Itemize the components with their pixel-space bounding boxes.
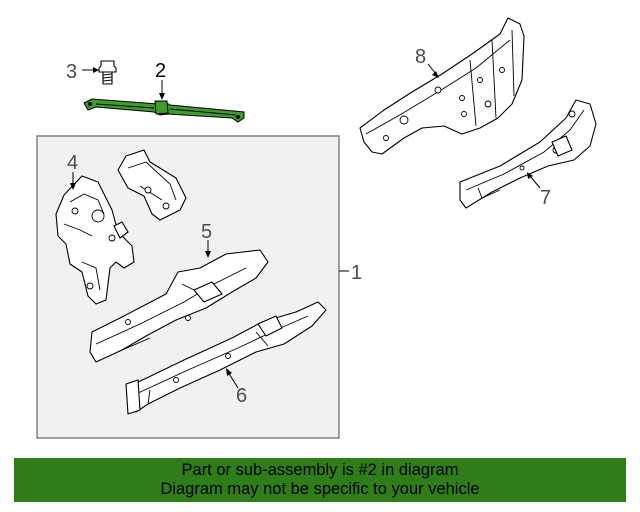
part-8[interactable] xyxy=(359,17,525,155)
callout-2: 2 xyxy=(155,60,166,82)
part-7[interactable] xyxy=(459,99,597,209)
callout-7: 7 xyxy=(540,187,551,209)
leader-7 xyxy=(529,175,541,189)
part-6[interactable] xyxy=(125,301,327,415)
part-2-highlighted[interactable] xyxy=(83,98,245,123)
banner-line-1: Part or sub-assembly is #2 in diagram xyxy=(181,461,459,479)
leader-6 xyxy=(227,371,239,389)
banner-line-2: Diagram may not be specific to your vehi… xyxy=(160,480,480,498)
part-3-bolt[interactable] xyxy=(98,60,117,85)
callout-8: 8 xyxy=(415,46,426,68)
callout-5: 5 xyxy=(201,221,212,243)
arrow-6 xyxy=(226,368,232,376)
part-4[interactable] xyxy=(55,175,135,305)
arrow-7 xyxy=(527,172,533,179)
arrow-2 xyxy=(159,93,165,100)
leader-8 xyxy=(427,63,437,75)
part-4-bracket[interactable] xyxy=(117,149,187,221)
part-5[interactable] xyxy=(89,249,269,363)
banner-background xyxy=(14,458,626,502)
callout-6: 6 xyxy=(236,385,247,407)
arrow-3 xyxy=(93,67,99,73)
arrow-8 xyxy=(432,71,439,78)
info-banner: Part or sub-assembly is #2 in diagram Di… xyxy=(14,458,626,502)
arrow-4 xyxy=(70,183,76,190)
callout-1: 1 xyxy=(351,262,362,284)
arrow-5 xyxy=(205,251,211,258)
callout-4: 4 xyxy=(67,152,78,174)
callout-3: 3 xyxy=(66,61,77,83)
